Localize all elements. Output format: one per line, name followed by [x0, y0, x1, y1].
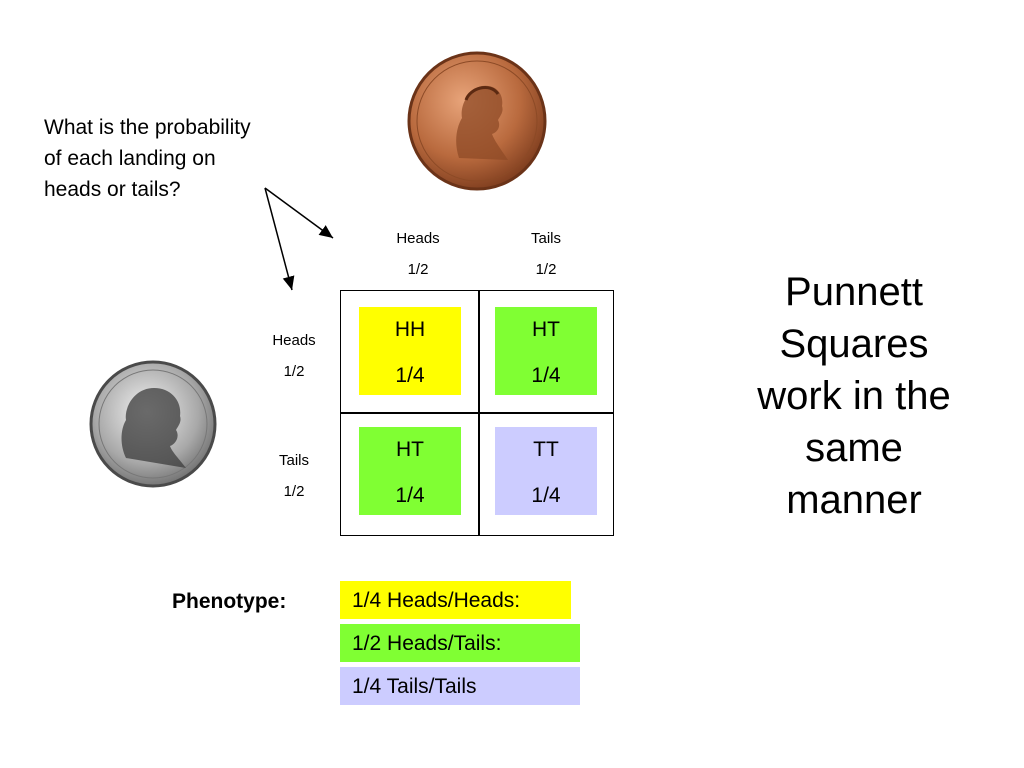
- punnett-cell-tt: TT 1/4: [495, 427, 597, 515]
- punnett-cell-ht-top: HT 1/4: [495, 307, 597, 395]
- column-header-heads: Heads 1/2: [378, 223, 458, 285]
- phenotype-label: Phenotype:: [172, 590, 287, 613]
- question-line: of each landing on: [44, 147, 216, 170]
- row-prob: 1/2: [283, 363, 305, 380]
- row-label: Heads: [272, 332, 316, 349]
- title-line: work in the: [757, 374, 951, 418]
- row-header-heads: Heads 1/2: [254, 325, 334, 387]
- title-line: manner: [786, 478, 922, 522]
- phenotype-heads-heads: 1/4 Heads/Heads:: [340, 581, 571, 619]
- row-header-tails: Tails 1/2: [254, 445, 334, 507]
- grid-divider-horizontal: [341, 412, 613, 414]
- phenotype-tails-tails: 1/4 Tails/Tails: [340, 667, 580, 705]
- title-line: same: [805, 426, 903, 470]
- row-label: Tails: [278, 452, 309, 469]
- cell-prob: 1/4: [531, 484, 561, 507]
- cell-outcome: HT: [532, 318, 560, 341]
- cell-outcome: HH: [394, 318, 426, 341]
- cell-outcome: HT: [396, 438, 424, 461]
- column-label: Tails: [530, 230, 561, 247]
- column-header-tails: Tails 1/2: [506, 223, 586, 285]
- cell-prob: 1/4: [395, 484, 425, 507]
- column-prob: 1/2: [535, 261, 557, 278]
- cell-prob: 1/4: [395, 364, 425, 387]
- column-prob: 1/2: [407, 261, 429, 278]
- phenotype-heads-tails: 1/2 Heads/Tails:: [340, 624, 580, 662]
- punnett-cell-hh: HH 1/4: [359, 307, 461, 395]
- cell-prob: 1/4: [531, 364, 561, 387]
- cell-outcome: TT: [533, 438, 559, 461]
- penny-image: [407, 51, 547, 191]
- row-prob: 1/2: [283, 483, 305, 500]
- punnett-square: HH 1/4 HT 1/4 HT 1/4 TT 1/4: [340, 290, 614, 536]
- slide-title: Punnett Squares work in the same manner: [738, 266, 970, 526]
- arrow-to-rows: [264, 187, 295, 291]
- column-label: Heads: [396, 230, 440, 247]
- title-line: Squares: [779, 322, 929, 366]
- title-line: Punnett: [785, 270, 923, 314]
- question-text: What is the probability of each landing …: [44, 112, 314, 205]
- arrow-to-columns: [264, 187, 334, 239]
- question-line: What is the probability: [44, 116, 251, 139]
- question-line: heads or tails?: [44, 178, 181, 201]
- punnett-cell-ht-bottom: HT 1/4: [359, 427, 461, 515]
- dime-image: [89, 360, 217, 488]
